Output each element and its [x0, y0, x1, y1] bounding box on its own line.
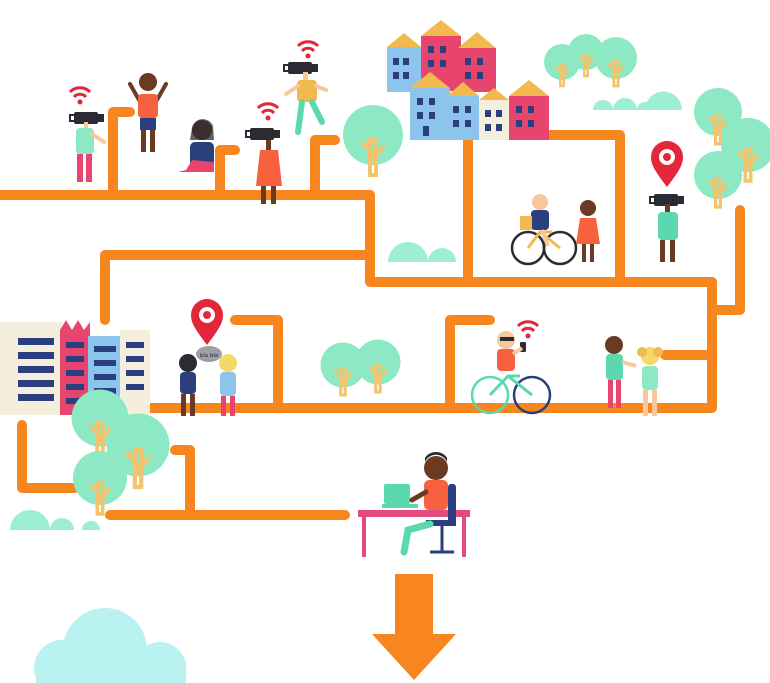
laptop-icon [384, 484, 410, 504]
location-pin-icon [191, 299, 223, 345]
speech-bubble-text: bla bla [200, 353, 219, 359]
person-talking [179, 354, 197, 416]
person-standing [605, 336, 637, 408]
camera-head-person [283, 40, 328, 135]
wifi-signal-icon [516, 320, 540, 340]
camera-head-person [68, 86, 106, 182]
connection-paths [0, 107, 745, 520]
person-waving [128, 73, 168, 152]
wifi-signal-icon [296, 40, 320, 60]
down-arrow-icon [372, 574, 456, 680]
wifi-signal-icon [68, 86, 92, 106]
cloud-icon [34, 608, 186, 683]
surveillance-camera-icon [245, 127, 281, 141]
speech-bubble-icon: bla bla [196, 346, 222, 362]
camera-head-person [649, 141, 685, 262]
person-sitting [178, 119, 214, 172]
wifi-signal-icon [256, 102, 280, 122]
location-pin-icon [651, 141, 683, 187]
person-cycling [470, 320, 552, 415]
person-at-desk [358, 451, 470, 557]
surveillance-camera-icon [283, 61, 319, 75]
building-icon [0, 320, 150, 415]
camera-head-person [245, 102, 282, 204]
bush [10, 91, 682, 530]
person-cycling [510, 194, 578, 266]
building-icon [387, 20, 549, 140]
person-talking [219, 354, 237, 416]
person-standing [637, 347, 663, 416]
person-standing [576, 200, 600, 262]
